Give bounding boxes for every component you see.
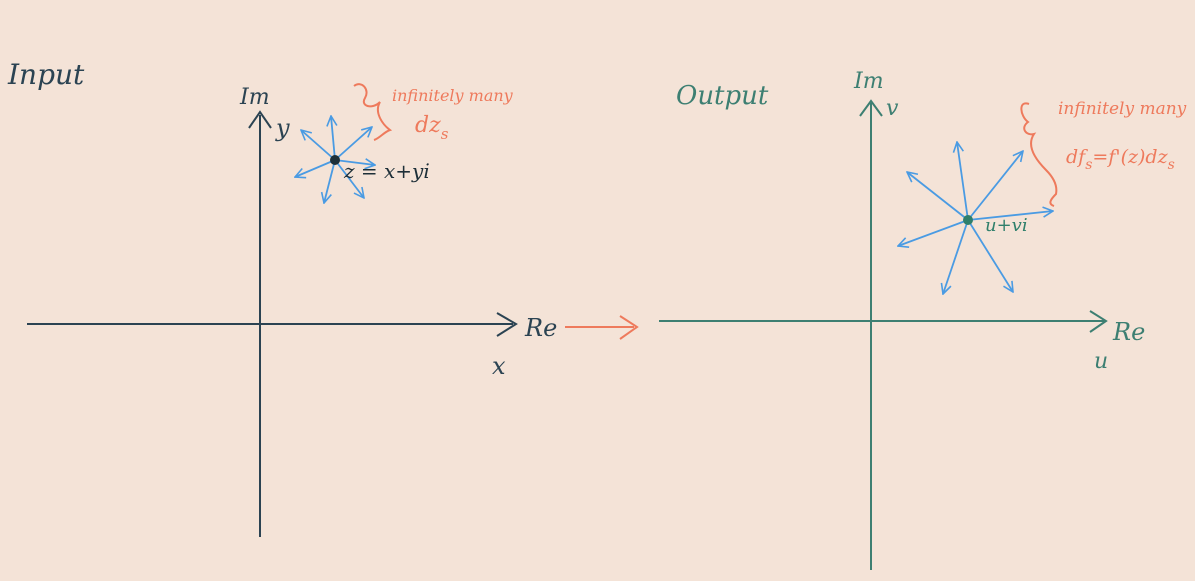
input-imag-axis-arrowhead xyxy=(248,110,272,129)
input-point xyxy=(330,155,340,165)
input-vector xyxy=(295,159,336,177)
input-vector xyxy=(334,160,375,165)
output-u-label: u xyxy=(1094,349,1108,374)
output-note-df: df xyxy=(1066,146,1088,168)
output-v-label: v xyxy=(886,96,899,121)
output-title: Output xyxy=(676,81,769,111)
output-re-label: Re xyxy=(1112,318,1145,346)
output-df-vectors xyxy=(898,142,1053,294)
input-im-label: Im xyxy=(239,85,270,110)
output-vector xyxy=(967,211,1053,221)
output-vector xyxy=(898,219,969,246)
input-brace-icon xyxy=(353,83,393,141)
output-note-line2: dfs=f'(z)dzs xyxy=(1066,146,1175,173)
input-x-label: x xyxy=(492,352,506,380)
output-imag-axis-arrowhead xyxy=(859,99,883,117)
right-arrow-icon xyxy=(565,315,639,340)
output-note-sub-b: s xyxy=(1168,157,1175,173)
output-note-sub-a: s xyxy=(1085,157,1092,173)
output-plane: Output Im v Re u u+vi infinitely many df… xyxy=(659,69,1187,570)
output-vector xyxy=(967,151,1023,221)
output-point-label: u+vi xyxy=(985,215,1028,236)
output-vector xyxy=(957,142,969,221)
output-vector xyxy=(943,219,969,294)
input-vector xyxy=(331,116,335,161)
input-y-label: y xyxy=(275,114,290,142)
output-point xyxy=(963,215,973,225)
output-brace-icon xyxy=(1020,102,1058,207)
input-note-line1: infinitely many xyxy=(392,86,514,105)
input-vector xyxy=(334,127,372,161)
input-plane: Input Im y Re x z = x+yi infinitely many… xyxy=(7,58,557,537)
output-note-line1: infinitely many xyxy=(1058,99,1187,119)
output-note-formula: =f'(z)dz xyxy=(1092,146,1168,168)
input-note-line2: dzs xyxy=(415,113,449,143)
input-re-label: Re xyxy=(524,314,557,342)
output-im-label: Im xyxy=(853,69,884,94)
input-real-axis-arrowhead xyxy=(496,312,518,337)
input-note-sub: s xyxy=(441,125,449,143)
output-vector xyxy=(907,172,969,221)
input-point-label: z = x+yi xyxy=(343,159,430,183)
input-dz-vectors xyxy=(295,116,375,203)
input-note-dz: dz xyxy=(415,113,441,138)
input-vector xyxy=(334,159,364,198)
input-title: Input xyxy=(7,58,85,91)
output-real-axis-arrowhead xyxy=(1089,310,1108,333)
output-vector xyxy=(967,219,1013,292)
input-vector xyxy=(301,130,336,161)
input-vector xyxy=(324,159,336,203)
